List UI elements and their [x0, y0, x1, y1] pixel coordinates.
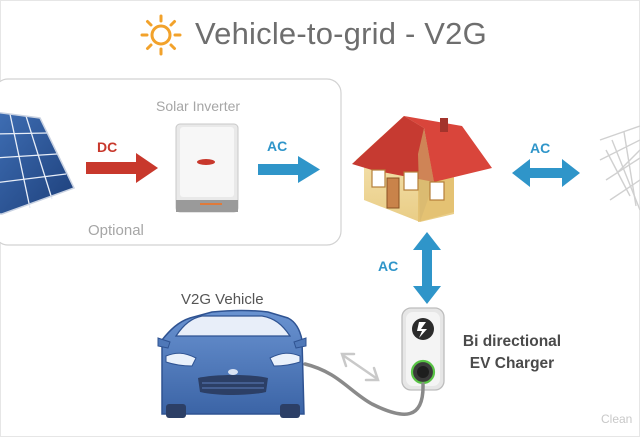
ac-label-house-grid: AC: [530, 140, 551, 156]
energy-flow-arrow: [340, 352, 380, 382]
vehicle-label: V2G Vehicle: [181, 291, 264, 308]
ev-charger-icon: [401, 307, 445, 391]
electric-car-icon: [157, 309, 307, 418]
solar-panel-icon: [0, 112, 76, 215]
page-title: Vehicle-to-grid - V2G: [195, 16, 487, 51]
optional-label: Optional: [88, 222, 144, 239]
charger-label-line2: EV Charger: [469, 355, 555, 372]
ac-label-house-charger: AC: [378, 258, 399, 274]
charging-cable: [303, 362, 425, 416]
sun-icon: [140, 14, 182, 56]
dc-arrow: [86, 153, 158, 183]
corner-watermark-text: Clean: [601, 412, 633, 426]
ac-arrow-house-grid: [512, 159, 580, 187]
house-icon: [352, 116, 492, 222]
solar-inverter-label: Solar Inverter: [156, 98, 241, 114]
optional-group-box: [0, 78, 342, 246]
ac-arrow-inverter-house: [258, 156, 320, 183]
ac-arrow-house-charger: [413, 232, 441, 304]
charger-label-line1: Bi directional: [462, 333, 562, 350]
solar-inverter-icon: [175, 123, 239, 213]
power-pylon-icon: [599, 125, 640, 211]
ac-label-inverter-house: AC: [267, 138, 288, 154]
dc-label: DC: [97, 139, 118, 155]
charger-label: Bi directional EV Charger: [452, 331, 572, 375]
